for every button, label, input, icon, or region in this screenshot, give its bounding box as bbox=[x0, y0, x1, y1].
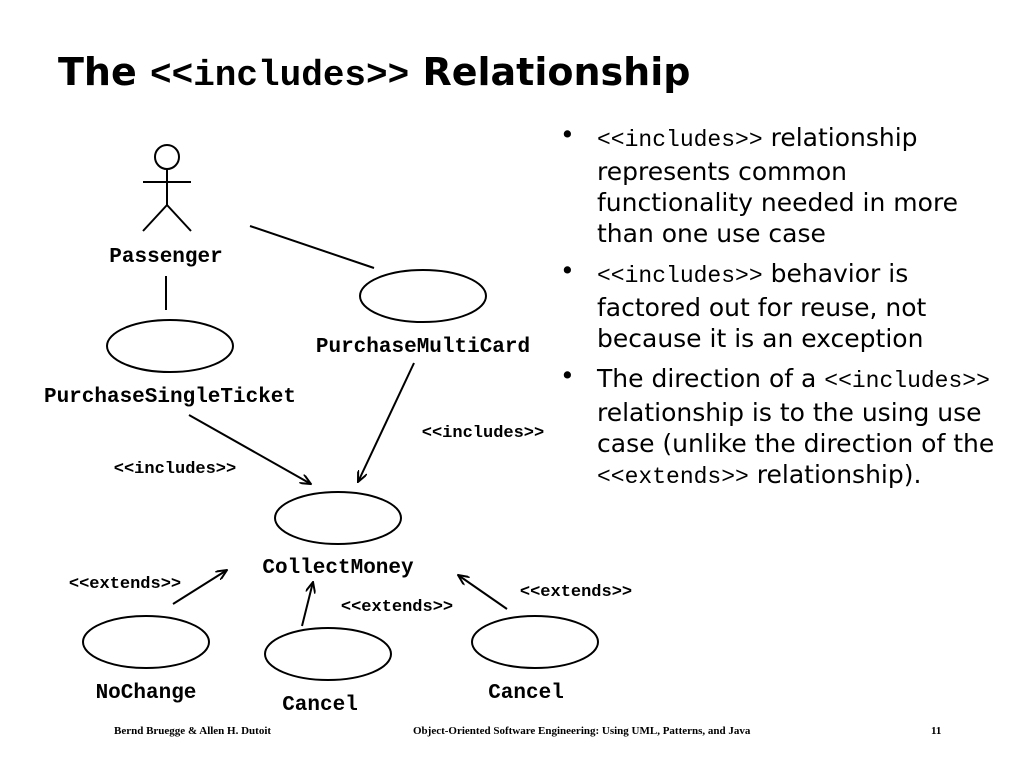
title-code: <<includes>> bbox=[149, 55, 410, 96]
no-change-usecase bbox=[82, 615, 210, 669]
includes-arrow-single bbox=[188, 414, 311, 484]
extends-label-no-change: <<extends>> bbox=[69, 575, 181, 594]
footer-authors: Bernd Bruegge & Allen H. Dutoit bbox=[114, 725, 272, 737]
footer-page-number: 11 bbox=[931, 725, 942, 737]
bullet-item: • <<includes>> behavior is factored out … bbox=[560, 256, 1010, 354]
bullet-code-2: <<extends>> bbox=[597, 464, 749, 490]
title-suffix: Relationship bbox=[422, 50, 691, 94]
no-change-label: NoChange bbox=[96, 682, 197, 705]
bullet-list: • <<includes>> relationship represents c… bbox=[560, 120, 1010, 502]
footer-book-title: Object-Oriented Software Engineering: Us… bbox=[413, 725, 751, 737]
extends-arrow-no-change bbox=[172, 570, 227, 605]
extends-arrow-cancel-2 bbox=[458, 575, 508, 610]
purchase-multi-card-label: PurchaseMultiCard bbox=[316, 336, 530, 359]
slide-title: The <<includes>> Relationship bbox=[58, 44, 690, 104]
extends-label-cancel-2: <<extends>> bbox=[520, 583, 632, 602]
extends-arrow-cancel-1 bbox=[301, 582, 313, 627]
bullet-text-mid: relationship is to the using use case (u… bbox=[597, 398, 995, 458]
passenger-label: Passenger bbox=[109, 246, 222, 269]
includes-label-single: <<includes>> bbox=[114, 460, 236, 479]
collect-money-usecase bbox=[274, 491, 402, 545]
bullet-text-pre: The direction of a bbox=[597, 364, 817, 393]
includes-label-multi: <<includes>> bbox=[422, 424, 544, 443]
bullet-text: behavior is factored out for reuse, not … bbox=[597, 259, 927, 353]
bullet-text-post: relationship). bbox=[756, 460, 922, 489]
bullet-item: • <<includes>> relationship represents c… bbox=[560, 120, 1010, 249]
purchase-single-ticket-usecase bbox=[106, 319, 234, 373]
bullet-code: <<includes>> bbox=[597, 127, 763, 153]
collect-money-label: CollectMoney bbox=[262, 557, 414, 580]
bullet-code: <<includes>> bbox=[597, 263, 763, 289]
cancel-label-1: Cancel bbox=[282, 694, 358, 717]
cancel-usecase-1 bbox=[264, 627, 392, 681]
purchase-single-ticket-label: PurchaseSingleTicket bbox=[44, 386, 296, 409]
bullet-dot-icon: • bbox=[560, 361, 575, 390]
purchase-multi-card-usecase bbox=[359, 269, 487, 323]
passenger-actor-icon bbox=[142, 144, 192, 232]
extends-label-cancel-1: <<extends>> bbox=[341, 598, 453, 617]
bullet-dot-icon: • bbox=[560, 120, 575, 149]
bullet-text: relationship represents common functiona… bbox=[597, 123, 959, 248]
bullet-dot-icon: • bbox=[560, 256, 575, 285]
title-prefix: The bbox=[58, 50, 137, 94]
bullet-item: • The direction of a <<includes>> relati… bbox=[560, 361, 1010, 493]
includes-arrow-multi bbox=[358, 362, 415, 482]
bullet-code: <<includes>> bbox=[824, 368, 990, 394]
cancel-label-2: Cancel bbox=[488, 682, 564, 705]
cancel-usecase-2 bbox=[471, 615, 599, 669]
association-passenger-multi bbox=[249, 225, 375, 269]
